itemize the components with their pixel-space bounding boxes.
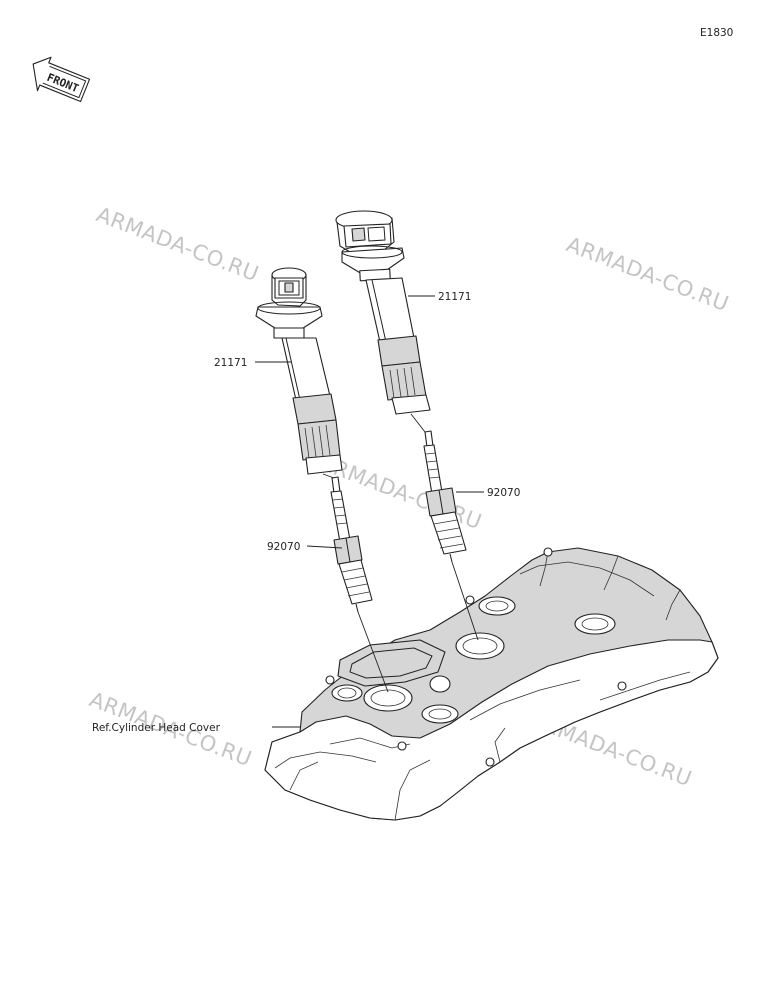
callout-coil-right: 21171: [438, 291, 471, 303]
callout-coil-left: 21171: [214, 357, 247, 369]
watermark-2: ARMADA-CO.RU: [563, 232, 732, 316]
callout-head-cover: Ref.Cylinder Head Cover: [92, 722, 221, 734]
callout-plug-left: 92070: [267, 541, 300, 553]
spark-plug-right: [423, 430, 467, 563]
ignition-coil-right: [335, 210, 431, 415]
callout-leaders: [255, 295, 484, 728]
callout-plug-right: 92070: [487, 487, 520, 499]
spark-plug-left: [330, 476, 373, 613]
cylinder-head-cover: [264, 547, 719, 821]
assembly-lines: [322, 413, 479, 693]
front-arrow-icon: FRONT: [32, 56, 91, 103]
watermark-1: ARMADA-CO.RU: [93, 202, 262, 286]
ignition-coil-left: [255, 267, 343, 475]
diagram-code: E1830: [700, 27, 733, 39]
